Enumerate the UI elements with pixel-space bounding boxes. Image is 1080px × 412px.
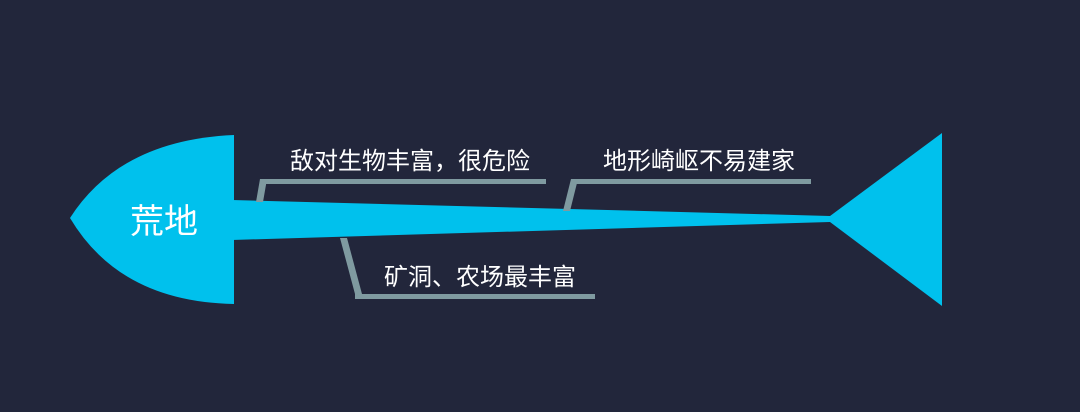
branch-1-underline [260,179,546,184]
fish-spine [232,200,830,240]
branch-3-diagonal [340,238,362,294]
branch-3-underline [355,294,595,299]
head-label: 荒地 [130,202,198,242]
cause-label-1: 敌对生物丰富，很危险 [290,147,530,175]
branch-2-underline [571,179,811,184]
cause-label-3: 矿洞、农场最丰富 [384,263,576,291]
fish-tail [826,133,942,306]
cause-label-2: 地形崎岖不易建家 [603,147,795,175]
branch-2-diagonal [563,179,578,211]
branch-1-diagonal [256,179,267,202]
fish-head-shape [70,135,234,304]
